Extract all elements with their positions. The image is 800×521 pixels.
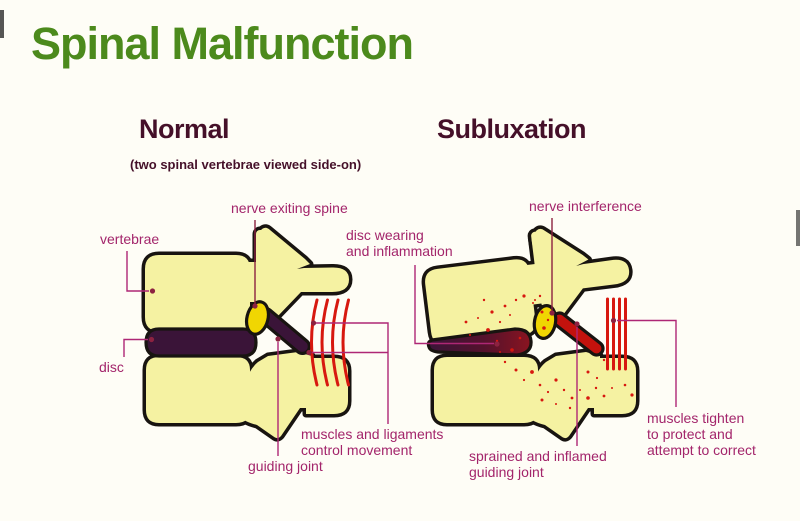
- label-guiding-joint: guiding joint: [248, 458, 323, 474]
- subluxation-disc: [426, 327, 533, 357]
- label-muscles-tighten: muscles tighten to protect and attempt t…: [647, 410, 756, 458]
- normal-subtitle: (two spinal vertebrae viewed side-on): [130, 157, 362, 172]
- label-disc-wearing: disc wearing and inflammation: [346, 227, 453, 259]
- label-disc: disc: [99, 359, 124, 375]
- label-sprained-joint: sprained and inflamed guiding joint: [469, 448, 607, 480]
- scan-artifact: [796, 210, 800, 246]
- label-connectors: [123, 218, 677, 456]
- normal-muscles: [310, 298, 350, 387]
- inflammation-speckles: [464, 294, 634, 410]
- subluxation-muscles: [606, 297, 627, 371]
- label-nerve-exiting-spine: nerve exiting spine: [231, 200, 348, 216]
- subluxation-heading: Subluxation: [437, 114, 587, 144]
- normal-heading: Normal: [139, 114, 230, 144]
- normal-disc: [144, 327, 258, 358]
- label-nerve-interference: nerve interference: [529, 198, 642, 214]
- normal-nerve: [244, 300, 271, 336]
- label-vertebrae: vertebrae: [100, 231, 160, 247]
- scan-artifact: [0, 10, 4, 38]
- page-title: Spinal Malfunction: [31, 18, 414, 69]
- label-muscles-ligaments: muscles and ligaments control movement: [301, 426, 444, 458]
